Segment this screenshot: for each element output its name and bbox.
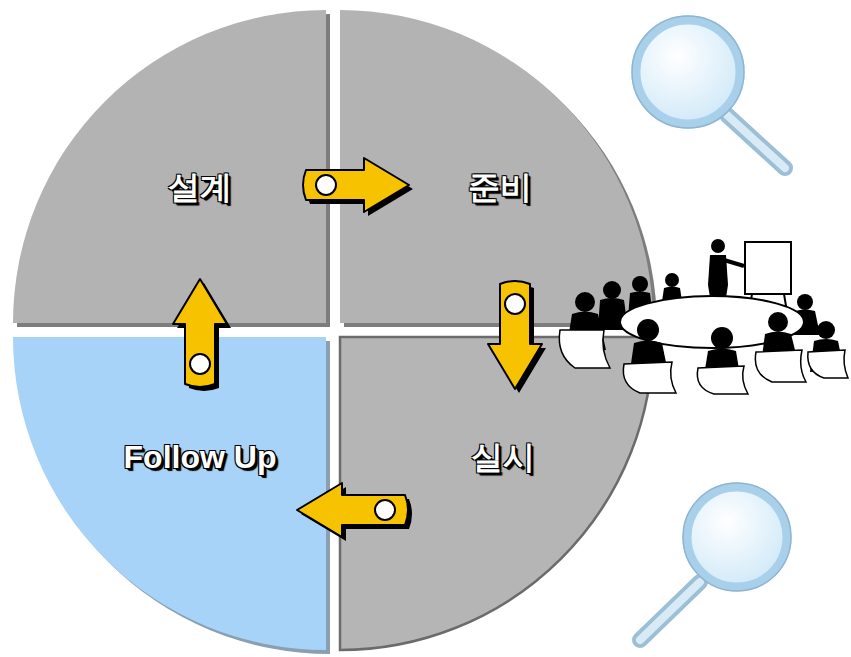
quadrant-follow-up: Follow Up [13, 337, 326, 650]
magnifier-icon [632, 16, 785, 168]
flow-arrow [173, 279, 231, 391]
quadrant-fill [340, 10, 653, 323]
arrow-dot [505, 294, 525, 314]
quadrant-prepare: 준비 [340, 10, 653, 323]
stage-label: 준비 [468, 169, 532, 206]
quadrant-shape [340, 10, 653, 323]
arrow-body [297, 483, 408, 537]
flow-arrow [297, 483, 412, 541]
arrow-body [303, 158, 409, 212]
quadrant-shape [13, 337, 326, 650]
quadrant-execute: 실시 [340, 337, 653, 650]
flow-arrow [488, 281, 546, 393]
arrow-dot [190, 354, 210, 374]
quadrant-fill [340, 337, 653, 650]
quadrant-fill [13, 10, 326, 323]
quadrant-shape [340, 337, 653, 650]
flow-arrow [303, 158, 413, 216]
quadrant-fill [13, 337, 326, 650]
stage-label: Follow Up [124, 439, 277, 476]
meeting-illustration [559, 239, 848, 394]
arrow-dot [316, 175, 336, 195]
magnifier-icon [640, 483, 791, 640]
arrow-body [173, 279, 227, 387]
stage-label: 실시 [471, 439, 535, 476]
arrow-body [488, 281, 542, 389]
quadrant-shape [13, 10, 326, 323]
arrow-dot [375, 500, 395, 520]
stage-label: 설계 [168, 169, 232, 206]
quadrant-design: 설계 [13, 10, 326, 323]
